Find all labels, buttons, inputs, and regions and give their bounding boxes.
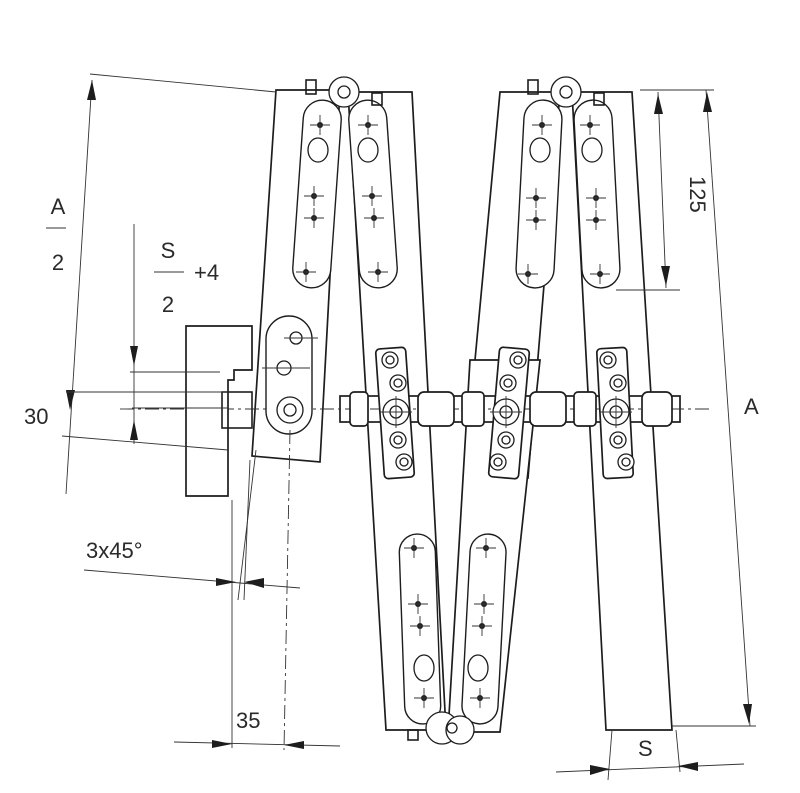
dimension-125: 125 bbox=[685, 176, 710, 213]
dimension-30: 30 bbox=[24, 404, 48, 429]
dimension-s: S bbox=[638, 736, 653, 761]
s-over-2-denominator: 2 bbox=[162, 292, 174, 317]
left-clamp bbox=[185, 315, 318, 497]
dimensions bbox=[61, 73, 756, 781]
dimension-a: A bbox=[744, 394, 759, 419]
bearing-plate-3 bbox=[595, 346, 635, 480]
a-over-2-numerator: A bbox=[51, 194, 66, 219]
dimension-35: 35 bbox=[236, 708, 260, 733]
a-over-2-denominator: 2 bbox=[52, 250, 64, 275]
central-rail bbox=[120, 346, 710, 480]
s-over-2-numerator: S bbox=[161, 238, 176, 263]
left-strip-1 bbox=[292, 99, 342, 289]
bearing-plate-2 bbox=[487, 346, 531, 480]
chamfer-label: 3x45° bbox=[86, 538, 143, 563]
s-over-2-plus: +4 bbox=[194, 260, 219, 285]
bearing-plate-1 bbox=[374, 346, 416, 480]
